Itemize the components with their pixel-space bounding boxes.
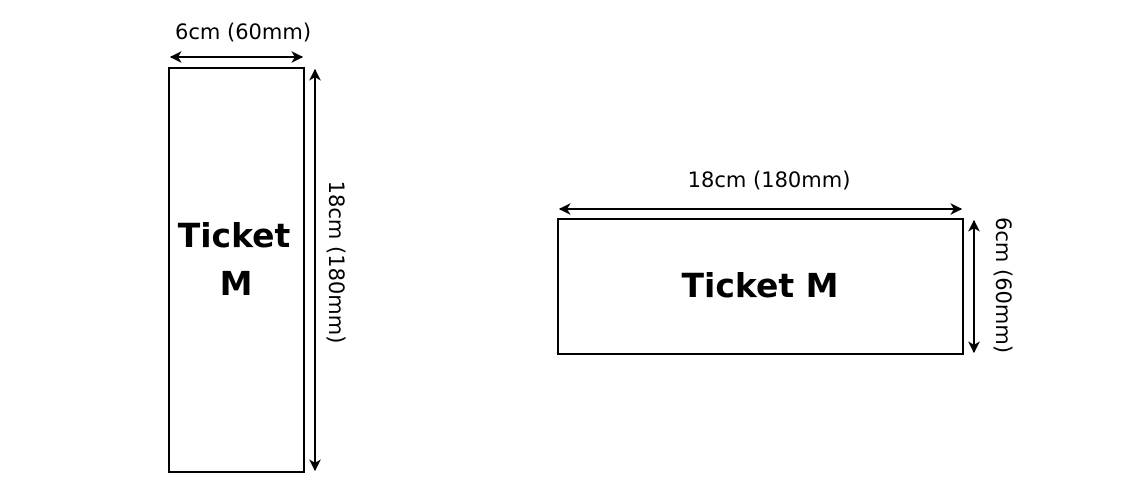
landscape-width-label: 18cm (180mm) <box>688 168 851 192</box>
portrait-ticket-outline <box>168 67 305 473</box>
portrait-ticket-title-line1: Ticket <box>178 216 291 255</box>
portrait-width-label: 6cm (60mm) <box>175 20 311 44</box>
portrait-ticket-title-line2: M <box>220 264 253 303</box>
landscape-height-label: 6cm (60mm) <box>991 217 1015 353</box>
portrait-ticket: Ticket M 6cm (60mm) 18cm (180mm) <box>168 20 348 473</box>
landscape-ticket-outline <box>557 218 964 355</box>
landscape-ticket: Ticket M 18cm (180mm) 6cm (60mm) <box>557 168 1015 355</box>
landscape-ticket-title: Ticket M <box>682 266 839 305</box>
portrait-height-label: 18cm (180mm) <box>324 181 348 344</box>
